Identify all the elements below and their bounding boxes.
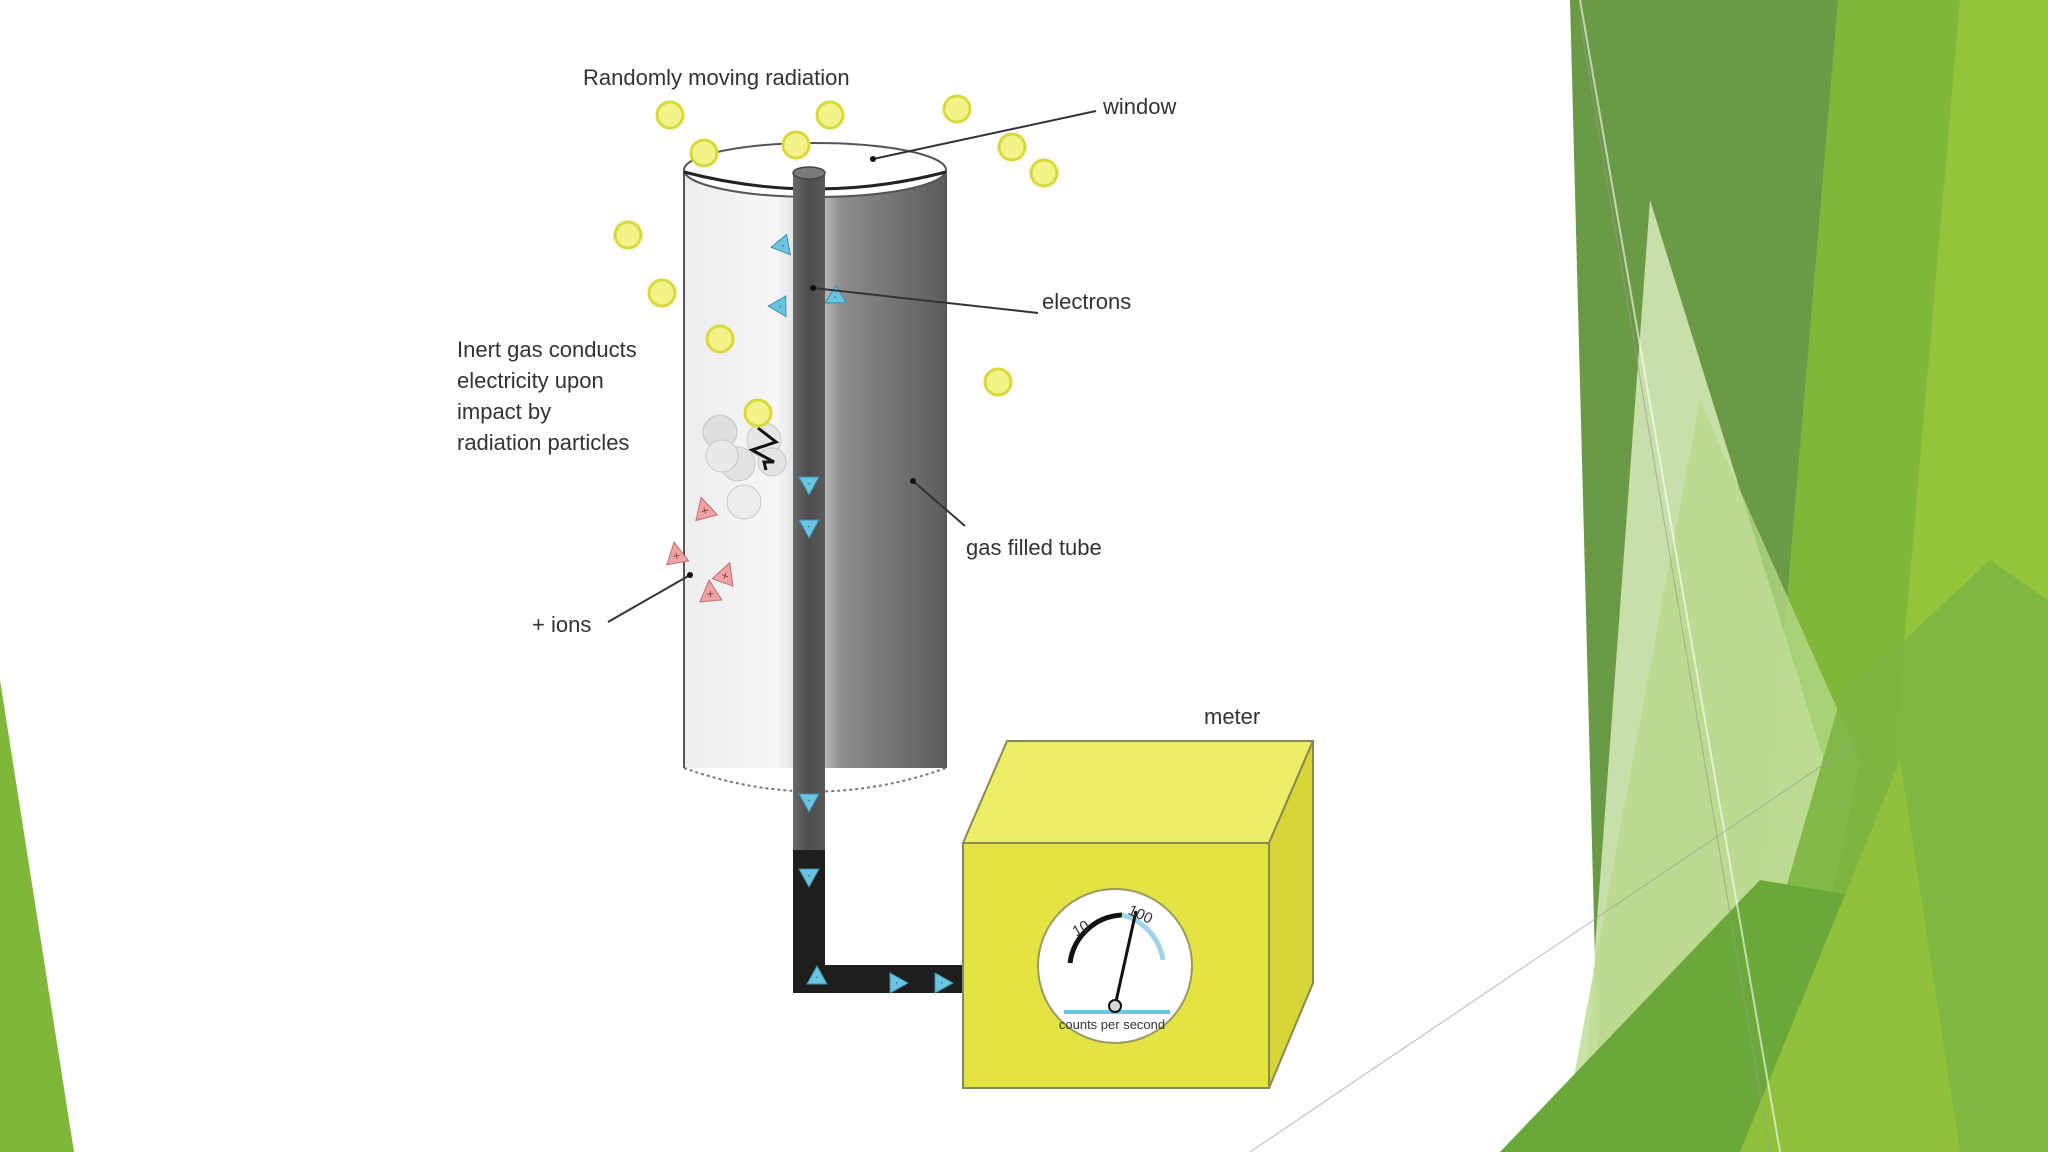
radiation-particle-icon	[689, 138, 719, 168]
meter-dial: 10 100 counts per second	[1037, 888, 1193, 1044]
label-inert-gas-line3: impact by	[457, 399, 551, 424]
label-gas-filled-tube: gas filled tube	[966, 535, 1102, 560]
radiation-particle-icon	[815, 100, 845, 130]
radiation-particle-icon	[613, 220, 643, 250]
label-inert-gas-line2: electricity upon	[457, 368, 604, 393]
radiation-particle-icon	[705, 324, 735, 354]
radiation-particle-icon	[781, 130, 811, 160]
label-randomly-moving-radiation: Randomly moving radiation	[583, 65, 850, 90]
slide-decoration-left	[0, 680, 74, 1152]
label-inert-gas-line1: Inert gas conducts	[457, 337, 637, 362]
dial-caption: counts per second	[1059, 1017, 1165, 1032]
lightning-bolt-icon	[748, 426, 780, 471]
central-electrode-rod	[792, 166, 826, 852]
label-inert-gas-line4: radiation particles	[457, 430, 629, 455]
radiation-particle-icon	[983, 367, 1013, 397]
meter-needle	[1113, 910, 1138, 1007]
leader-lines	[607, 110, 1097, 623]
radiation-particle-icon	[655, 100, 685, 130]
dial-tick-low: 10	[1069, 917, 1092, 940]
gas-atom-cluster	[702, 414, 787, 520]
label-meter: meter	[1204, 704, 1260, 729]
label-electrons: electrons	[1042, 289, 1131, 314]
label-window: window	[1102, 94, 1176, 119]
meter-box	[961, 740, 1315, 1089]
label-ions: + ions	[532, 612, 591, 637]
radiation-particle-icon	[942, 94, 972, 124]
leader-dots	[687, 156, 916, 578]
radiation-particle-icon	[647, 278, 677, 308]
label-inert-gas: Inert gas conducts electricity upon impa…	[457, 337, 637, 455]
radiation-particle-icon	[1029, 158, 1059, 188]
radiation-particle-icon	[997, 132, 1027, 162]
radiation-particle-icon	[743, 398, 773, 428]
slide-decoration-right	[1249, 0, 2048, 1152]
